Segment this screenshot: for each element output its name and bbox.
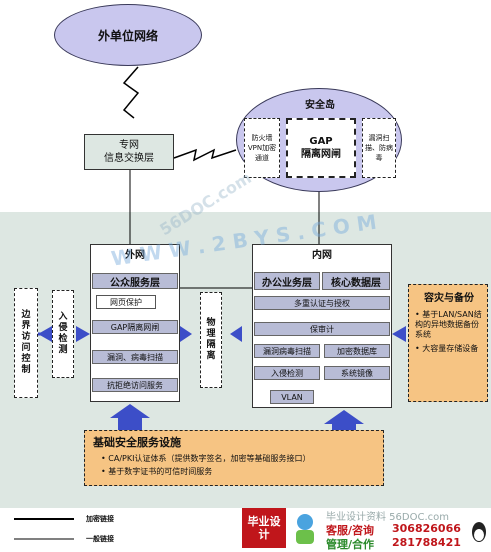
lightning-link-security [173, 148, 237, 162]
backup-item-0-text: 基于LAN/SAN结构的异地数据备份系统 [415, 310, 482, 339]
inner-network-title: 内网 [312, 249, 332, 261]
promo-mascot-icon [290, 512, 320, 546]
firewall-vpn-box: 防火墙VPN加密通道 [244, 118, 280, 178]
core-data-layer: 核心数据层 [322, 272, 390, 290]
promo-site[interactable]: 毕业设计资料 56DOC.com [326, 512, 449, 523]
public-service-layer: 公众服务层 [92, 273, 178, 289]
infra-item-0-text: CA/PKI认证体系（提供数字签名，加密等基础服务接口） [108, 454, 311, 463]
physical-isolation-box: 物理隔离 [200, 292, 222, 388]
inner-row-virus-label: 漏洞病毒扫描 [263, 346, 311, 356]
legend-normal-label: 一般链接 [86, 535, 114, 543]
arrow-up-inner [324, 410, 364, 430]
security-island-title: 安全岛 [305, 99, 335, 111]
outer-row-antidos-label: 抗拒绝访问服务 [107, 380, 163, 390]
inner-row-mirror: 系统镜像 [324, 366, 390, 380]
gap-box: GAP 隔离网闸 [286, 118, 356, 178]
outer-row-virus-label: 漏洞、病毒扫描 [107, 352, 163, 362]
arrow-to-outer-net [76, 326, 90, 342]
office-layer-label: 办公业务层 [262, 277, 312, 289]
inner-row-vlan: VLAN [270, 390, 314, 404]
gap-label: GAP 隔离网闸 [301, 136, 341, 160]
arrow-backup-left [392, 326, 406, 342]
promo-contact1-label: 客服/咨询 [326, 524, 375, 537]
firewall-vpn-label: 防火墙VPN加密通道 [247, 134, 277, 162]
outer-network-title: 外网 [125, 249, 145, 261]
outer-row-webprotect-label: 网页保护 [110, 297, 142, 307]
outer-row-webprotect: 网页保护 [96, 295, 156, 309]
promo-contact2-number[interactable]: 281788421 [392, 536, 461, 549]
promo-contact2-label: 管理/合作 [326, 538, 375, 551]
promo-logo: 毕业设计 [242, 508, 286, 548]
backup-item-1-text: 大容量存储设备 [422, 344, 479, 353]
inner-row-audit: 保审计 [254, 322, 390, 336]
inner-row-encrypt-label: 加密数据库 [337, 346, 377, 356]
infra-item-1-text: 基于数字证书的可信时间服务 [108, 467, 213, 476]
outer-intrusion-label: 入侵检测 [58, 312, 68, 355]
inner-row-intrusion: 入侵检测 [254, 366, 320, 380]
inner-row-virus: 漏洞病毒扫描 [254, 344, 320, 358]
exchange-layer-box: 专网 信息交换层 [84, 134, 174, 170]
inner-row-auth: 多重认证与授权 [254, 296, 390, 310]
office-layer: 办公业务层 [254, 272, 320, 290]
backup-item-1: • 大容量存储设备 [415, 344, 479, 353]
lightning-link-external [122, 66, 140, 119]
outer-row-antidos: 抗拒绝访问服务 [92, 378, 178, 392]
outer-row-gap: GAP隔离网闸 [92, 320, 178, 334]
outer-row-gap-label: GAP隔离网闸 [110, 322, 160, 332]
infrastructure-box: 基础安全服务设施 • CA/PKI认证体系（提供数字签名，加密等基础服务接口） … [84, 430, 384, 486]
inner-row-intrusion-label: 入侵检测 [271, 368, 303, 378]
inner-row-vlan-label: VLAN [281, 392, 303, 402]
outer-intrusion-box: 入侵检测 [52, 290, 74, 378]
external-network-ellipse: 外单位网络 [54, 4, 202, 66]
inner-row-audit-label: 保审计 [310, 324, 334, 334]
infra-item-1: • 基于数字证书的可信时间服务 [101, 467, 213, 476]
arrow-physical-left [180, 326, 192, 342]
core-data-layer-label: 核心数据层 [331, 277, 381, 289]
boundary-access-label: 边界访问控制 [21, 310, 31, 375]
arrow-physical-right [230, 326, 242, 342]
boundary-access-box: 边界访问控制 [14, 288, 38, 398]
public-service-layer-label: 公众服务层 [110, 277, 160, 289]
physical-isolation-label: 物理隔离 [206, 318, 216, 361]
vuln-scan-box: 漏洞扫描、防病毒 [362, 118, 396, 178]
infrastructure-title: 基础安全服务设施 [93, 436, 181, 449]
backup-box: 容灾与备份 • 基于LAN/SAN结构的异地数据备份系统 • 大容量存储设备 [408, 284, 488, 402]
inner-row-encrypt: 加密数据库 [324, 344, 390, 358]
arrow-up-outer [110, 404, 150, 430]
infra-item-0: • CA/PKI认证体系（提供数字签名，加密等基础服务接口） [101, 454, 311, 463]
backup-item-0: • 基于LAN/SAN结构的异地数据备份系统 [415, 310, 482, 339]
inner-row-auth-label: 多重认证与授权 [294, 298, 350, 308]
vuln-scan-label: 漏洞扫描、防病毒 [365, 134, 393, 162]
external-network-label: 外单位网络 [97, 28, 158, 43]
promo-qq-icon [470, 520, 488, 544]
exchange-layer-label: 专网 信息交换层 [104, 140, 154, 164]
promo-contact1-number[interactable]: 306826066 [392, 522, 461, 535]
backup-title: 容灾与备份 [424, 293, 474, 304]
inner-row-mirror-label: 系统镜像 [341, 368, 373, 378]
promo-logo-text: 毕业设计 [247, 515, 281, 541]
legend-encrypted-label: 加密链接 [86, 515, 114, 523]
outer-row-virus: 漏洞、病毒扫描 [92, 350, 178, 364]
